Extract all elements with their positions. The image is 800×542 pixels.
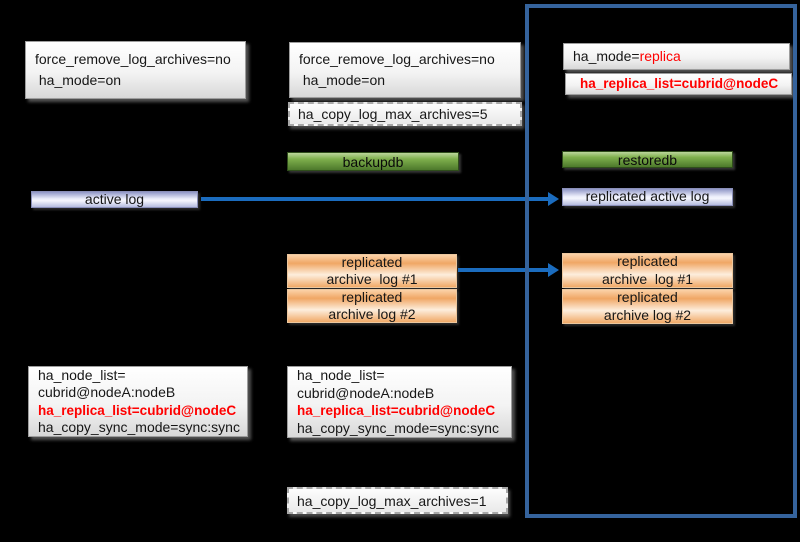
replicated-active-log-box: replicated active log [562, 188, 733, 206]
active-log-copy-arrow [201, 192, 559, 206]
config-line: force_remove_log_archives=no [35, 50, 231, 67]
archive-log-line: replicated [341, 288, 403, 305]
active-log-label: active log [84, 190, 145, 207]
ha-mode-value: replica [639, 47, 681, 64]
config-line: ha_mode=on [299, 72, 386, 88]
archive-log-line: archive log #1 [326, 271, 418, 287]
nodea-config-top-box: force_remove_log_archives=no ha_mode=on [25, 41, 246, 99]
nodec-replicated-archive-log-2-box: replicated archive log #2 [562, 289, 733, 324]
replicated-active-log-label: replicated active log [585, 188, 710, 205]
archive-log-copy-arrow [458, 263, 559, 277]
copy-log-max-archives-bottom-label: ha_copy_log_max_archives=1 [297, 492, 487, 509]
config-line: ha_node_list= [297, 367, 385, 383]
backupdb-label: backupdb [342, 153, 404, 170]
nodeb-replicated-archive-log-2-box: replicated archive log #2 [287, 289, 457, 323]
archive-log-line: archive log #2 [603, 306, 692, 323]
config-line: cubrid@nodeA:nodeB [297, 384, 435, 401]
copy-log-max-archives-bottom-box: ha_copy_log_max_archives=1 [287, 487, 508, 514]
config-line: cubrid@nodeA:nodeB [38, 384, 176, 400]
archive-log-line: archive log #1 [601, 270, 694, 287]
active-log-box: active log [31, 191, 198, 208]
nodec-replicated-archive-log-1-box: replicated archive log #1 [562, 253, 733, 288]
config-line-replica-list: ha_replica_list=cubrid@nodeC [38, 402, 237, 418]
archive-log-line: replicated [341, 253, 403, 270]
nodea-config-bottom-box: ha_node_list= cubrid@nodeA:nodeB ha_repl… [28, 366, 248, 437]
ha-mode-prefix: ha_mode= [573, 47, 640, 64]
nodeb-config-bottom-box: ha_node_list= cubrid@nodeA:nodeB ha_repl… [287, 366, 512, 438]
nodec-ha-mode-box: ha_mode=replica [563, 43, 790, 70]
config-line: ha_mode=on [35, 72, 122, 88]
copy-log-max-archives-top-label: ha_copy_log_max_archives=5 [298, 106, 488, 122]
restoredb-button: restoredb [562, 151, 733, 168]
archive-log-line: replicated [617, 289, 678, 305]
archive-log-line: archive log #2 [328, 306, 416, 322]
config-line-replica-list: ha_replica_list=cubrid@nodeC [297, 403, 496, 418]
config-line: ha_node_list= [38, 366, 126, 383]
nodeb-replicated-archive-log-1-box: replicated archive log #1 [287, 254, 457, 288]
replica-list-label: ha_replica_list=cubrid@nodeC [580, 76, 779, 92]
restoredb-label: restoredb [617, 151, 678, 168]
config-line: ha_copy_sync_mode=sync:sync [297, 419, 499, 436]
config-line: ha_copy_sync_mode=sync:sync [38, 419, 240, 435]
archive-log-line: replicated [617, 253, 678, 269]
config-line: force_remove_log_archives=no [299, 50, 495, 67]
nodeb-config-top-box: force_remove_log_archives=no ha_mode=on [289, 42, 521, 98]
nodec-replica-list-box: ha_replica_list=cubrid@nodeC [565, 73, 792, 95]
copy-log-max-archives-top-box: ha_copy_log_max_archives=5 [288, 102, 522, 126]
backupdb-button: backupdb [287, 152, 459, 171]
